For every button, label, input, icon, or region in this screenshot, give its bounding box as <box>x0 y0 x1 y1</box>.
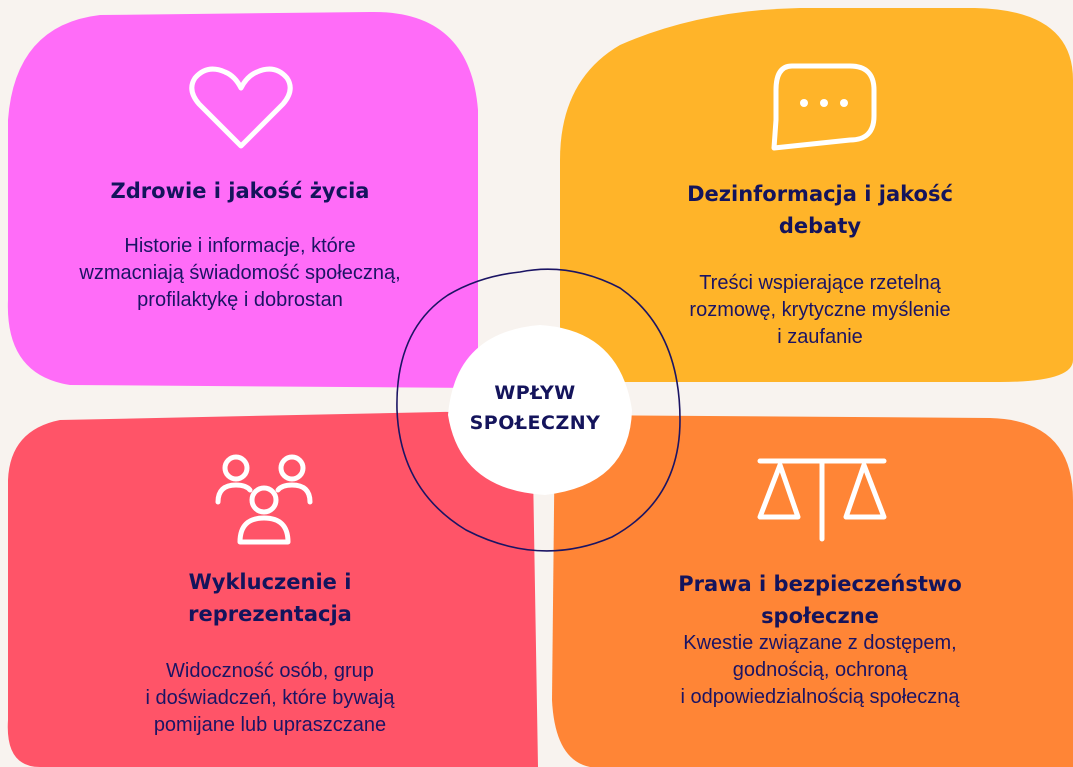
health-body-line3: profilaktykę i dobrostan <box>137 289 343 311</box>
rights-body-line3: i odpowiedzialnością społeczną <box>680 686 960 708</box>
people-group-icon <box>215 454 313 545</box>
rights-title-line2: społeczne <box>761 604 879 628</box>
chat-bubble-icon <box>771 63 877 151</box>
exclusion-title-line1: Wykluczenie i <box>188 570 352 594</box>
disinformation-body-line3: i zaufanie <box>777 326 863 348</box>
health-blob <box>7 11 478 388</box>
health-body-line2: wzmacniają świadomość społeczną, <box>79 262 401 284</box>
disinformation-title-line1: Dezinformacja i jakość <box>687 182 953 206</box>
exclusion-section: Wykluczenie i reprezentacja Widoczność o… <box>60 566 480 739</box>
rights-blob <box>552 415 1073 767</box>
heart-icon <box>189 66 293 149</box>
disinformation-body-line2: rozmowę, krytyczne myślenie <box>689 299 951 321</box>
health-body-line1: Historie i informacje, które <box>124 235 356 257</box>
exclusion-body-line1: Widoczność osób, grup <box>166 660 374 682</box>
exclusion-blob <box>7 411 538 767</box>
center-label-line2: SPOŁECZNY <box>469 412 601 434</box>
exclusion-title-line2: reprezentacja <box>188 602 352 626</box>
center-label: WPŁYW SPOŁECZNY <box>455 378 615 438</box>
health-section: Zdrowie i jakość życia Historie i inform… <box>30 175 450 314</box>
rights-section: Prawa i bezpieczeństwo społeczne Kwestie… <box>605 568 1035 711</box>
disinformation-title-line2: debaty <box>778 214 862 238</box>
health-title: Zdrowie i jakość życia <box>110 179 370 203</box>
scales-icon <box>757 458 887 542</box>
rights-body-line2: godnością, ochroną <box>732 659 908 681</box>
disinformation-section: Dezinformacja i jakość debaty Treści wsp… <box>610 178 1030 351</box>
center-outline <box>396 268 681 552</box>
exclusion-body-line2: i doświadczeń, które bywają <box>145 687 395 709</box>
center-label-line1: WPŁYW <box>494 382 576 404</box>
rights-body-line1: Kwestie związane z dostępem, <box>683 632 957 654</box>
disinformation-body-line1: Treści wspierające rzetelną <box>699 272 941 294</box>
disinformation-blob <box>560 8 1073 382</box>
rights-title-line1: Prawa i bezpieczeństwo <box>678 572 962 596</box>
center-circle <box>448 325 632 495</box>
exclusion-body-line3: pomijane lub upraszczane <box>153 714 387 736</box>
